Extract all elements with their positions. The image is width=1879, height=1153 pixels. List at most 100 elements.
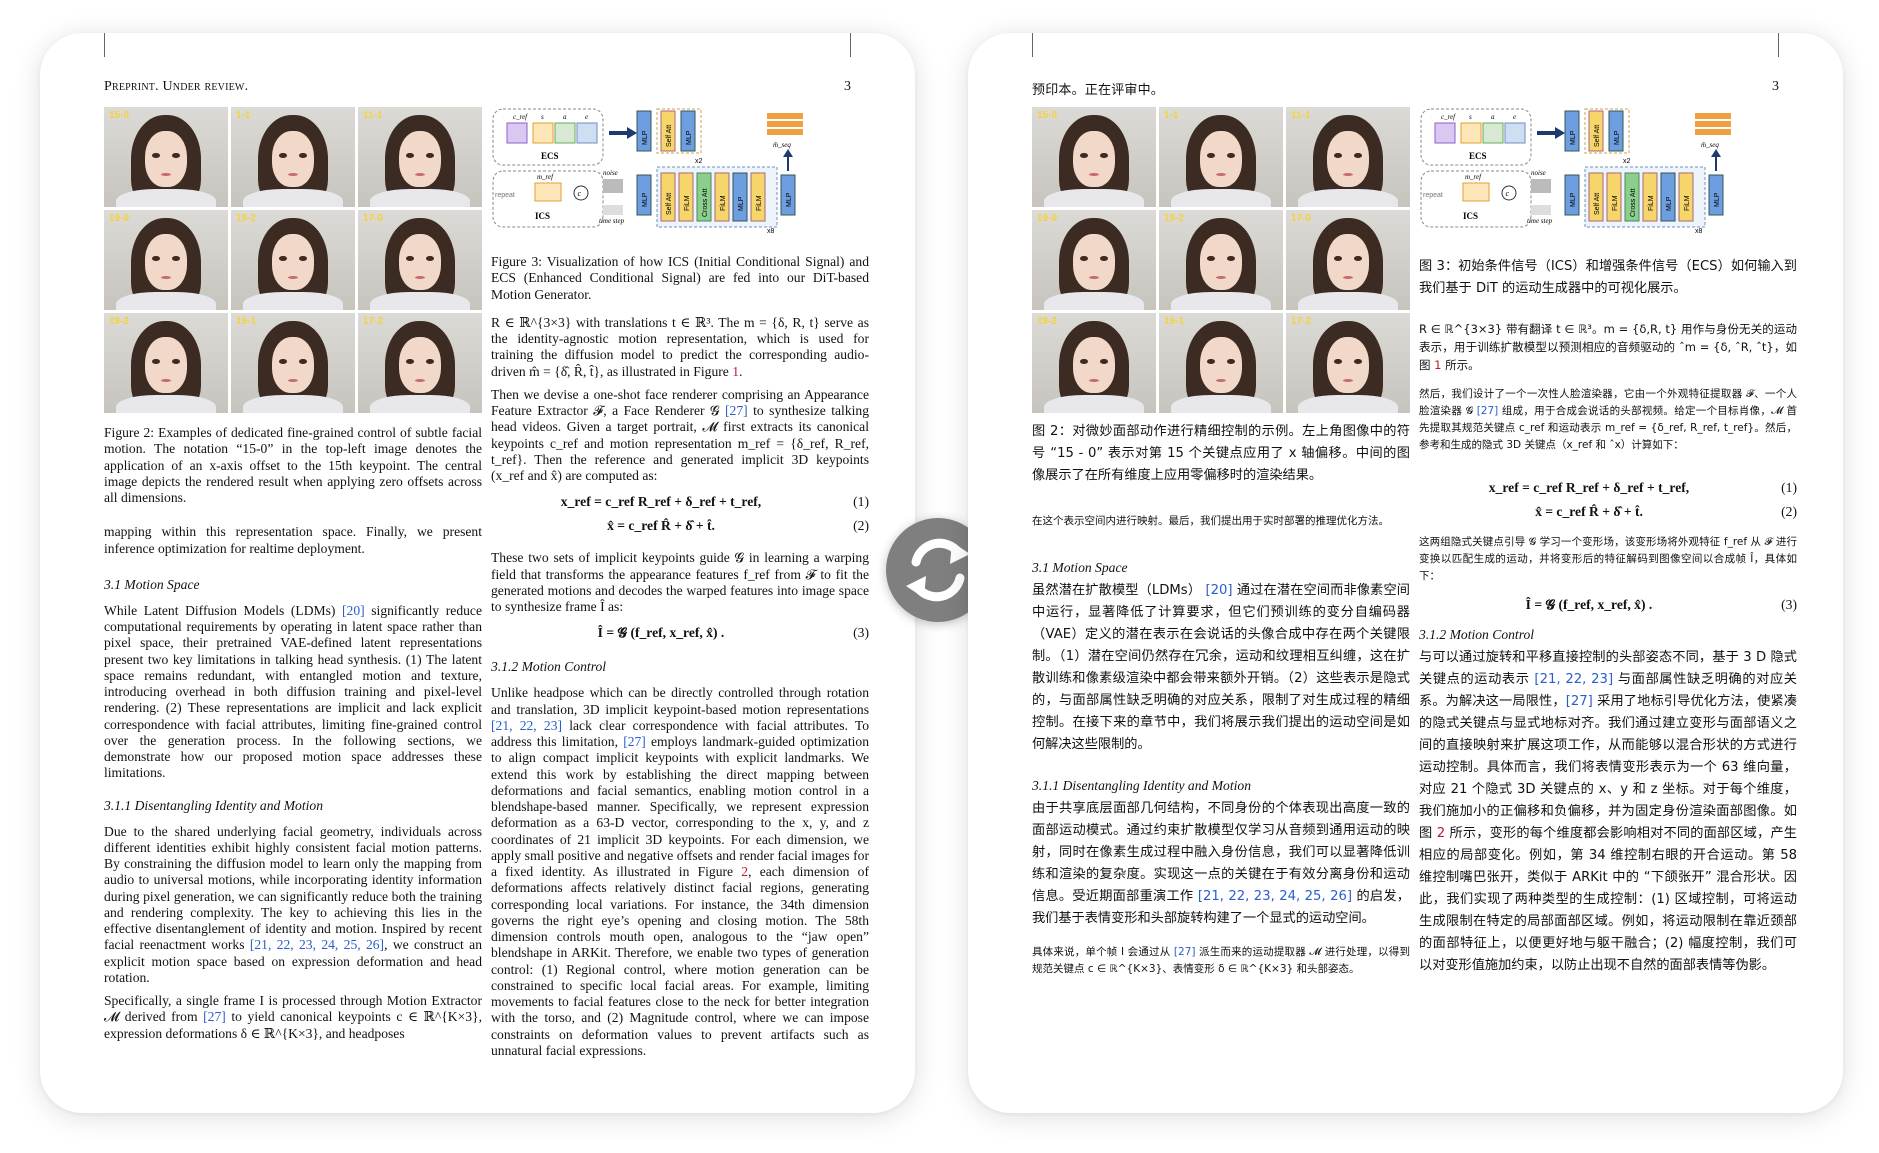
block-label: MLP [1666,196,1673,211]
section-3-1-1-paragraph: 由于共享底层面部几何结构，不同身份的个体表现出高度一致的面部运动模式。通过约束扩… [1032,801,1410,926]
portrait-image: 17-2 [1286,313,1410,413]
section-3-1-1-paragraph: Due to the shared underlying facial geom… [104,823,482,985]
block-label: Self Att [666,193,673,215]
left-column: 15-0 1-1 11-1 19-0 19-2 17-0 19-2 19-1 1… [1032,107,1410,978]
section-3-1-paragraph: While Latent Diffusion Models (LDMs) [20… [104,602,482,781]
portrait-image: 11-1 [1286,107,1410,207]
figure-ref-link[interactable]: 1 [1434,358,1442,372]
ics-label: ICS [1463,211,1478,221]
ecs-item-label: e [1513,113,1516,121]
block-label: FiLM [720,195,727,211]
figure-ref-link[interactable]: 1 [732,363,739,379]
ecs-item-label: s [1469,113,1472,121]
portrait-label: 11-1 [1291,110,1311,121]
section-3-1-2-heading: 3.1.2 Motion Control [1419,627,1535,642]
portrait-label: 19-0 [1037,213,1058,224]
block-label: FiLM [1684,195,1691,211]
equation-3: Î = 𝓖 (f_ref, x_ref, x̂) .(3) [597,625,869,641]
equation-1: x_ref = c_ref R_ref + δ_ref + t_ref,(1) [1488,480,1797,495]
crop-mark-right [850,33,851,57]
figure-2-caption: Figure 2: Examples of dedicated fine-gra… [104,425,482,505]
ecs-item-label: a [1491,113,1495,121]
ecs-item-label: e [585,113,588,121]
portrait-label: 1-1 [1164,110,1179,121]
citation-link[interactable]: [27] [1476,405,1499,417]
figure-3-diagram: c_ref s a e ECS m_ref repeat ICS c noise… [492,108,803,235]
block-label: MLP [1570,192,1577,207]
block-label: FiLM [756,195,763,211]
portrait-image: 17-0 [1286,210,1410,310]
block-label: MLP [686,130,693,145]
warping-paragraph: 这两组隐式关键点引导 𝓖 学习一个变形场，该变形场将外观特征 f_ref 从 𝓕… [1419,536,1797,582]
repeat-label: repeat [1423,192,1443,199]
portrait-image: 1-1 [1159,107,1283,207]
citation-link[interactable]: [21, 22, 23, 24, 25, 26] [1197,889,1352,904]
ecs-item-label: a [563,113,567,121]
renderer-paragraph: 然后，我们设计了一个一次性人脸渲染器，它由一个外观特征提取器 𝓕、一个人脸渲染器… [1419,388,1798,451]
right-column: c_ref s a e ECS m_ref repeat ICS c noise… [1419,107,1797,977]
ecs-item-label: s [541,113,544,121]
crop-mark-left [1032,33,1033,57]
warping-paragraph: These two sets of implicit keypoints gui… [491,550,869,614]
portrait-image: 1-1 [231,107,355,207]
portrait-image: 17-2 [358,313,482,413]
repeat-count-top: x2 [1623,158,1631,165]
mapping-paragraph: mapping within this representation space… [104,524,482,556]
motion-representation-paragraph: R ∈ ℝ^{3×3} with translations t ∈ ℝ³. Th… [491,314,869,379]
mref-label: m_ref [537,173,554,181]
swap-arrows-icon [906,538,970,602]
portrait-image: 19-0 [1032,210,1156,310]
portrait-label: 1-1 [236,110,251,121]
citation-link[interactable]: [27] [623,734,646,749]
section-3-1-2-paragraph: 与可以通过旋转和平移直接控制的头部姿态不同，基于 3 D 隐式关键点的运动表示 … [1419,650,1798,973]
section-3-1-paragraph: 虽然潜在扩散模型（LDMs） [20] 通过在潜在空间而非像素空间中运行，显著降… [1032,583,1410,752]
block-label: Cross Att [1630,189,1637,217]
page-number: 3 [1772,79,1779,94]
citation-link[interactable]: [27] [1173,946,1196,958]
portrait-label: 19-2 [1164,213,1185,224]
running-head: Preprint. Under review. [104,79,249,94]
citation-link[interactable]: [20] [342,602,365,618]
portrait-label: 15-0 [109,110,130,121]
figure-2-caption: 图 2：对微妙面部动作进行精细控制的示例。左上角图像中的符号 “15 - 0” … [1032,424,1410,483]
citation-link[interactable]: [27] [1565,694,1593,709]
citation-link[interactable]: [21, 22, 23] [1534,672,1614,687]
section-3-1-2-paragraph: Unlike headpose which can be directly co… [491,685,869,1058]
block-label: MLP [786,192,793,207]
portrait-image: 11-1 [358,107,482,207]
citation-link[interactable]: [20] [1205,583,1233,598]
equation-3: Î = 𝓖 (f_ref, x_ref, x̂) .(3) [1525,597,1797,612]
block-label: Self Att [666,125,673,147]
block-label: MLP [1614,130,1621,145]
block-label: MLP [642,130,649,145]
ics-label: ICS [535,211,550,221]
output-label: m̂_seq [1701,141,1719,149]
portrait-label: 19-1 [1164,316,1185,327]
portrait-image: 19-2 [104,313,228,413]
block-label: MLP [1714,192,1721,207]
figure-3-caption: Figure 3: Visualization of how ICS (Init… [491,254,869,302]
citation-link[interactable]: [27] [203,1009,226,1025]
block-label: FiLM [684,195,691,211]
portrait-image: 19-1 [1159,313,1283,413]
citation-link[interactable]: [27] [725,403,748,418]
ecs-label: ECS [541,151,559,161]
page-number: 3 [844,79,851,94]
figure-ref-link[interactable]: 2 [741,864,749,879]
portrait-label: 17-2 [1291,316,1312,327]
block-label: Self Att [1594,125,1601,147]
portrait-label: 19-2 [1037,316,1058,327]
ecs-item-label: c_ref [1441,113,1456,121]
ecs-item-label: c_ref [513,113,528,121]
noise-label: noise [1531,169,1546,177]
crop-mark-left [104,33,105,57]
figure-2-grid: 15-0 1-1 11-1 19-0 19-2 17-0 19-2 19-1 1… [1032,107,1410,413]
citation-link[interactable]: [21, 22, 23] [491,717,563,733]
motion-representation-paragraph: R ∈ ℝ^{3×3} 带有翻译 t ∈ ℝ³。m = {δ,R, t} 用作与… [1419,322,1797,372]
portrait-label: 17-0 [1291,213,1312,224]
figure-ref-link[interactable]: 2 [1436,826,1446,841]
mapping-paragraph: 在这个表示空间内进行映射。最后，我们提出用于实时部署的推理优化方法。 [1032,515,1389,527]
page-header: Preprint. Under review. 3 [104,79,851,99]
citation-link[interactable]: [21, 22, 23, 24, 25, 26] [249,937,385,953]
section-3-1-1-heading: 3.1.1 Disentangling Identity and Motion [1032,778,1251,793]
